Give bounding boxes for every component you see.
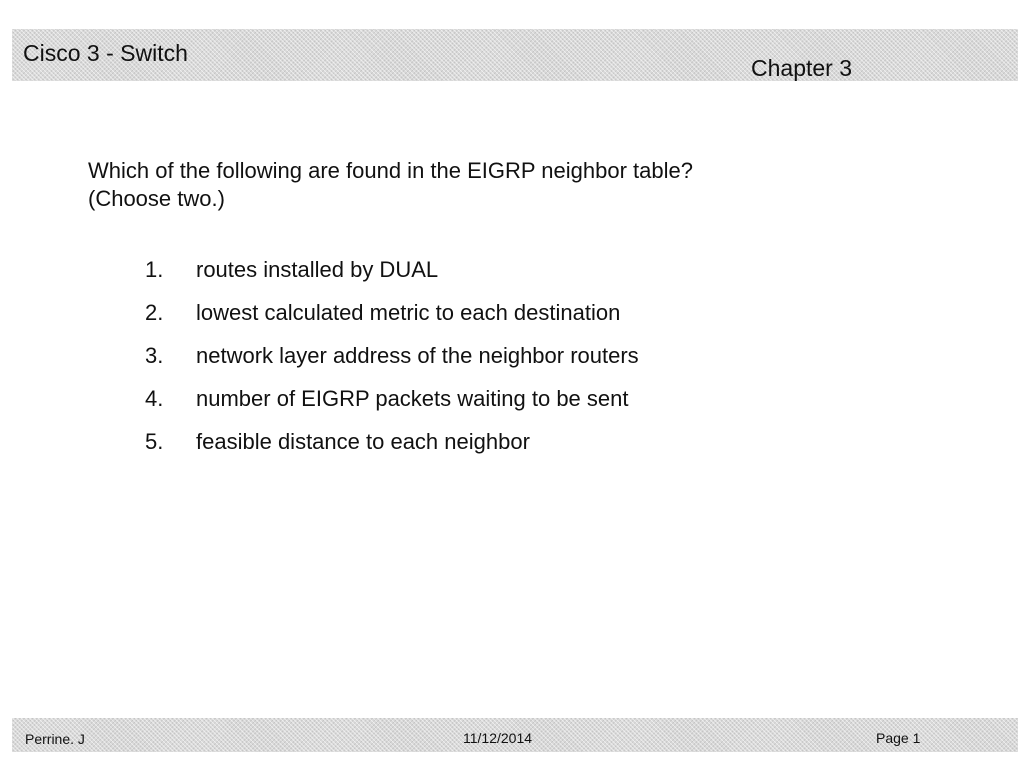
footer-band (12, 718, 1018, 752)
answer-item-3: 3. network layer address of the neighbor… (145, 342, 639, 385)
answer-number: 2. (145, 300, 164, 325)
answer-text: network layer address of the neighbor ro… (196, 343, 639, 368)
answer-number: 1. (145, 257, 164, 282)
answer-item-2: 2. lowest calculated metric to each dest… (145, 299, 639, 342)
chapter-title: Chapter 3 (751, 55, 853, 81)
answer-number: 3. (145, 343, 164, 368)
answer-item-5: 5. feasible distance to each neighbor (145, 428, 639, 471)
question-line-1: Which of the following are found in the … (88, 158, 693, 183)
answer-text: number of EIGRP packets waiting to be se… (196, 386, 629, 411)
footer-author: Perrine. J (25, 731, 85, 747)
course-title: Cisco 3 - Switch (23, 40, 188, 66)
answer-item-1: 1. routes installed by DUAL (145, 256, 639, 299)
answer-text: lowest calculated metric to each destina… (196, 300, 621, 325)
header-band (12, 29, 1018, 81)
question-text: Which of the following are found in the … (88, 157, 848, 213)
question-line-2: (Choose two.) (88, 186, 225, 211)
answer-text: routes installed by DUAL (196, 257, 439, 282)
answer-item-4: 4. number of EIGRP packets waiting to be… (145, 385, 639, 428)
footer-date: 11/12/2014 (463, 730, 533, 746)
answer-number: 4. (145, 386, 164, 411)
answer-text: feasible distance to each neighbor (196, 429, 530, 454)
answer-number: 5. (145, 429, 164, 454)
answer-list: 1. routes installed by DUAL 2. lowest ca… (145, 256, 639, 471)
footer-page-number: Page 1 (876, 730, 921, 746)
